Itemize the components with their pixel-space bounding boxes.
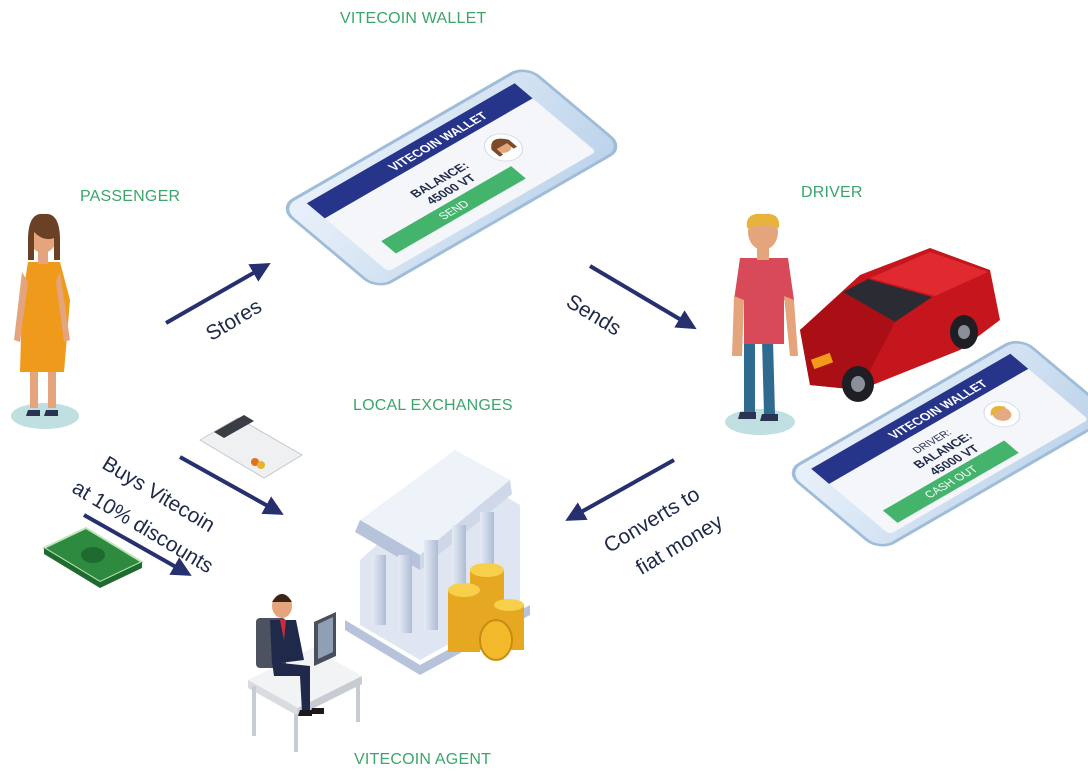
gold-coins-icon <box>448 563 524 661</box>
car <box>800 248 1000 402</box>
vitecoin-agent-label: VITECOIN AGENT <box>354 751 492 768</box>
arrow-buys-card <box>179 455 284 515</box>
credit-card-icon <box>199 415 303 479</box>
send-button[interactable] <box>381 166 526 254</box>
wallet-label: VITECOIN WALLET <box>340 10 487 27</box>
passenger-label: PASSENGER <box>80 188 181 205</box>
cash-bill-icon <box>41 526 145 588</box>
passenger-figure <box>11 213 79 429</box>
arrow-buys-cash <box>83 513 192 576</box>
driver-label: DRIVER <box>801 184 863 201</box>
arrow-sends <box>588 264 697 330</box>
arrow-stores <box>165 263 271 325</box>
local-exchanges-label: LOCAL EXCHANGES <box>353 397 513 414</box>
vitecoin-agent-figure <box>248 594 362 752</box>
cash-out-button[interactable] <box>882 440 1019 523</box>
driver-figure <box>725 213 798 435</box>
arrow-converts <box>565 458 675 521</box>
passenger-phone: VITECOIN WALLET BALANCE: 45000 VT SEND <box>285 69 618 286</box>
driver-phone: VITECOIN WALLET DRIVER: BALANCE: 45000 V… <box>791 341 1088 547</box>
